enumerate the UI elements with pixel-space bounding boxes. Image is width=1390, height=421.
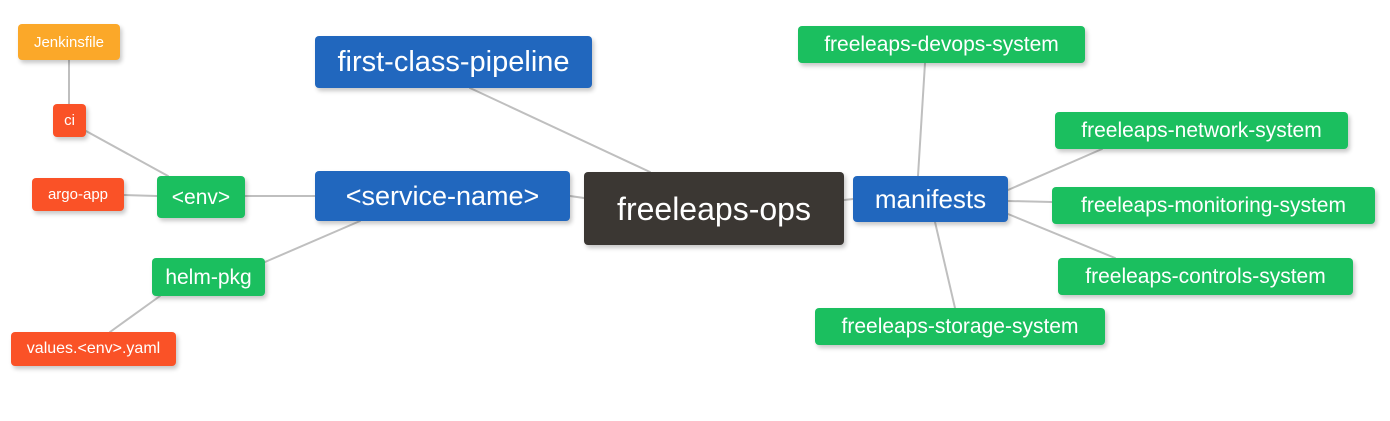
node-label-ci: ci <box>64 112 75 129</box>
node-freeleaps-monitoring-system[interactable]: freeleaps-monitoring-system <box>1052 187 1375 224</box>
node-label-values-yaml: values.<env>.yaml <box>26 340 161 357</box>
node-argo-app[interactable]: argo-app <box>32 178 124 211</box>
node-label-argo-app: argo-app <box>47 186 109 203</box>
node-label-manifests: manifests <box>874 184 987 214</box>
node-values-yaml[interactable]: values.<env>.yaml <box>11 332 176 366</box>
node-env[interactable]: <env> <box>157 176 245 218</box>
node-freeleaps-storage-system[interactable]: freeleaps-storage-system <box>815 308 1105 345</box>
node-label-jenkinsfile: Jenkinsfile <box>33 33 105 51</box>
node-label-env: <env> <box>171 185 231 209</box>
node-ci[interactable]: ci <box>53 104 86 137</box>
node-first-class-pipeline[interactable]: first-class-pipeline <box>315 36 592 88</box>
node-service-name[interactable]: <service-name> <box>315 171 570 221</box>
node-manifests[interactable]: manifests <box>853 176 1008 222</box>
node-label-service-name: <service-name> <box>345 180 540 211</box>
node-label-freeleaps-controls-system: freeleaps-controls-system <box>1085 265 1326 288</box>
node-jenkinsfile[interactable]: Jenkinsfile <box>18 24 120 60</box>
node-label-freeleaps-devops-system: freeleaps-devops-system <box>824 33 1059 56</box>
node-label-freeleaps-storage-system: freeleaps-storage-system <box>841 315 1079 338</box>
node-label-freeleaps-monitoring-system: freeleaps-monitoring-system <box>1081 194 1346 217</box>
node-helm-pkg[interactable]: helm-pkg <box>152 258 265 296</box>
node-freeleaps-devops-system[interactable]: freeleaps-devops-system <box>798 26 1085 63</box>
node-label-freeleaps-ops: freeleaps-ops <box>617 190 811 227</box>
node-freeleaps-ops[interactable]: freeleaps-ops <box>584 172 844 245</box>
node-label-helm-pkg: helm-pkg <box>165 265 252 289</box>
node-freeleaps-controls-system[interactable]: freeleaps-controls-system <box>1058 258 1353 295</box>
node-freeleaps-network-system[interactable]: freeleaps-network-system <box>1055 112 1348 149</box>
node-label-first-class-pipeline: first-class-pipeline <box>337 45 570 78</box>
node-label-freeleaps-network-system: freeleaps-network-system <box>1081 119 1322 142</box>
